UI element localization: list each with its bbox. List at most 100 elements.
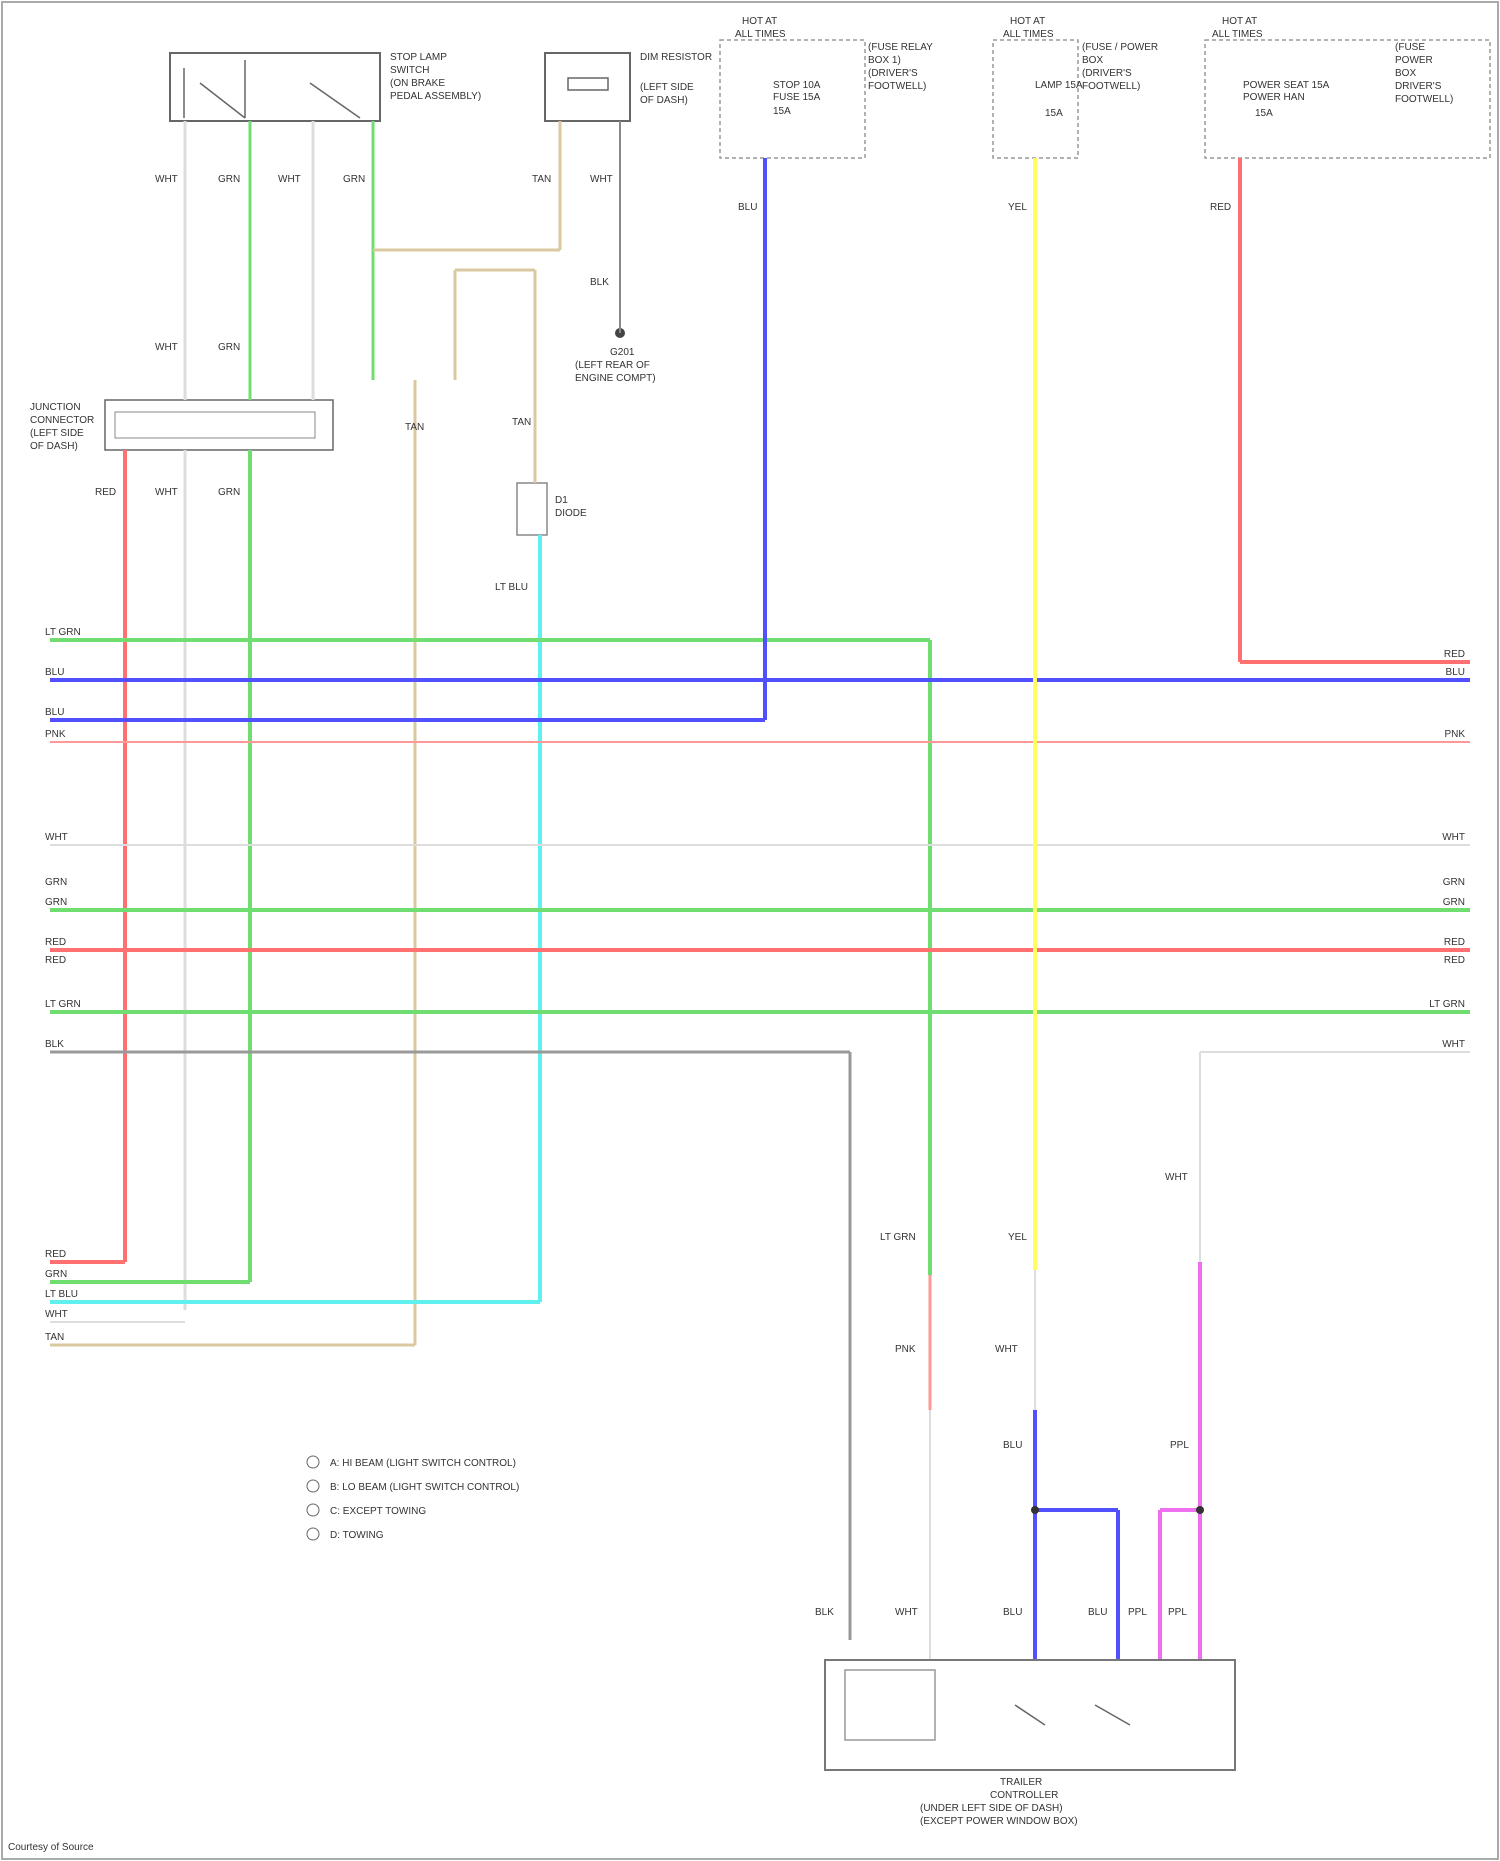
left-bus-labels: LT GRN BLU BLU PNK WHT GRN GRN RED RED L…: [45, 627, 81, 1343]
wire-label: GRN: [45, 897, 67, 908]
wire-label: LT GRN: [45, 627, 81, 638]
fuse1-c: 15A: [773, 106, 791, 117]
fuse2-desc-2: BOX: [1082, 55, 1103, 66]
junction-label-3: (LEFT SIDE: [30, 428, 84, 439]
wire-label: PPL: [1168, 1607, 1187, 1618]
fuse-block-1: HOT AT ALL TIMES STOP 10A FUSE 15A 15A (…: [720, 16, 933, 158]
wire-label: WHT: [895, 1607, 918, 1618]
legend-item: D: TOWING: [330, 1530, 384, 1541]
wire-label: RED: [1444, 955, 1465, 966]
wire-label: BLU: [738, 202, 757, 213]
stop-lamp-switch: STOP LAMP SWITCH (ON BRAKE PEDAL ASSEMBL…: [170, 52, 481, 121]
wire-label: WHT: [155, 342, 178, 353]
hot-label-3a: HOT AT: [1222, 16, 1257, 27]
fuse1-a: STOP 10A: [773, 80, 821, 91]
wire-label: PPL: [1170, 1440, 1189, 1451]
stop-lamp-label-1: STOP LAMP: [390, 52, 447, 63]
ground-label-2: (LEFT REAR OF: [575, 360, 650, 371]
wire-label: RED: [95, 487, 116, 498]
wire-label: RED: [45, 955, 66, 966]
fuse-block-3: HOT AT ALL TIMES POWER SEAT 15A POWER HA…: [1205, 16, 1490, 158]
legend: A: HI BEAM (LIGHT SWITCH CONTROL) B: LO …: [307, 1456, 519, 1541]
wire-label: YEL: [1008, 1232, 1027, 1243]
fuse2-desc-4: FOOTWELL): [1082, 81, 1140, 92]
wire-label: LT BLU: [45, 1289, 78, 1300]
wire-label: BLK: [45, 1039, 64, 1050]
wire-label: GRN: [45, 877, 67, 888]
hot-label-2b: ALL TIMES: [1003, 29, 1054, 40]
wire-label: WHT: [995, 1344, 1018, 1355]
wire-label: TAN: [532, 174, 551, 185]
fuse1-b: FUSE 15A: [773, 92, 821, 103]
wire-label: GRN: [218, 342, 240, 353]
wire-label: BLU: [1446, 667, 1465, 678]
fuse3-desc-2: POWER: [1395, 55, 1433, 66]
wire-label: LT GRN: [45, 999, 81, 1010]
fuse1-desc-1: (FUSE RELAY: [868, 42, 933, 53]
wire-label: RED: [45, 1249, 66, 1260]
stop-lamp-label-3: (ON BRAKE: [390, 78, 445, 89]
wire-label: WHT: [278, 174, 301, 185]
wire-label: GRN: [1443, 877, 1465, 888]
wire-label: GRN: [218, 174, 240, 185]
dim-resistor-label-1: DIM RESISTOR: [640, 52, 712, 63]
wire-label: WHT: [155, 174, 178, 185]
fuse2-desc-3: (DRIVER'S: [1082, 68, 1132, 79]
diode-label-1: D1: [555, 495, 568, 506]
ground-label-3: ENGINE COMPT): [575, 373, 656, 384]
wire-label: GRN: [1443, 897, 1465, 908]
wire-label: WHT: [1165, 1172, 1188, 1183]
legend-item: C: EXCEPT TOWING: [330, 1506, 426, 1517]
wire-label: BLU: [1088, 1607, 1107, 1618]
wire-label: TAN: [405, 422, 424, 433]
fuse3-b: POWER HAN: [1243, 92, 1305, 103]
footer-credit: Courtesy of Source: [8, 1842, 94, 1853]
wire-label: WHT: [155, 487, 178, 498]
ground-point: G201 (LEFT REAR OF ENGINE COMPT): [575, 328, 656, 384]
wire-label: RED: [1444, 937, 1465, 948]
legend-item: B: LO BEAM (LIGHT SWITCH CONTROL): [330, 1482, 519, 1493]
wire-label: PNK: [895, 1344, 916, 1355]
wire-label: WHT: [1442, 1039, 1465, 1050]
stop-lamp-label-4: PEDAL ASSEMBLY): [390, 91, 481, 102]
wire-label: YEL: [1008, 202, 1027, 213]
fuse3-desc-4: DRIVER'S: [1395, 81, 1442, 92]
fuse-block-2: HOT AT ALL TIMES LAMP 15A 15A (FUSE / PO…: [993, 16, 1158, 158]
wire-label: TAN: [512, 417, 531, 428]
legend-item: A: HI BEAM (LIGHT SWITCH CONTROL): [330, 1458, 516, 1469]
hot-label-3b: ALL TIMES: [1212, 29, 1263, 40]
wire-label: WHT: [590, 174, 613, 185]
fuse3-desc-3: BOX: [1395, 68, 1416, 79]
fuse3-c: 15A: [1255, 108, 1273, 119]
wire-label: RED: [1444, 649, 1465, 660]
wire-label: WHT: [45, 1309, 68, 1320]
fuse3-a: POWER SEAT 15A: [1243, 80, 1330, 91]
ground-label-1: G201: [610, 347, 635, 358]
wire-label: WHT: [1442, 832, 1465, 843]
wire-label: GRN: [218, 487, 240, 498]
wire-label: LT GRN: [880, 1232, 916, 1243]
wire-label: PPL: [1128, 1607, 1147, 1618]
wire-label: GRN: [45, 1269, 67, 1280]
junction-label-2: CONNECTOR: [30, 415, 94, 426]
wire-label: RED: [45, 937, 66, 948]
vertical-wire-labels: WHT GRN WHT GRN TAN WHT BLK BLU YEL RED …: [95, 174, 1231, 1618]
right-bus-labels: RED BLU PNK WHT GRN GRN RED RED LT GRN W…: [1429, 649, 1465, 1050]
wire-label: LT GRN: [1429, 999, 1465, 1010]
wire-label: BLK: [815, 1607, 834, 1618]
hot-label-1a: HOT AT: [742, 16, 777, 27]
dim-resistor-label-3: OF DASH): [640, 95, 688, 106]
wire-label: BLU: [1003, 1440, 1022, 1451]
hot-label-2a: HOT AT: [1010, 16, 1045, 27]
wire-label: BLK: [590, 277, 609, 288]
diode-label-2: DIODE: [555, 508, 587, 519]
wire-label: RED: [1210, 202, 1231, 213]
wire-label: BLU: [45, 667, 64, 678]
fuse2-a: LAMP 15A: [1035, 80, 1083, 91]
fuse1-desc-4: FOOTWELL): [868, 81, 926, 92]
fuse1-desc-2: BOX 1): [868, 55, 901, 66]
hot-label-1b: ALL TIMES: [735, 29, 786, 40]
stop-lamp-label-2: SWITCH: [390, 65, 429, 76]
wire-label: LT BLU: [495, 582, 528, 593]
